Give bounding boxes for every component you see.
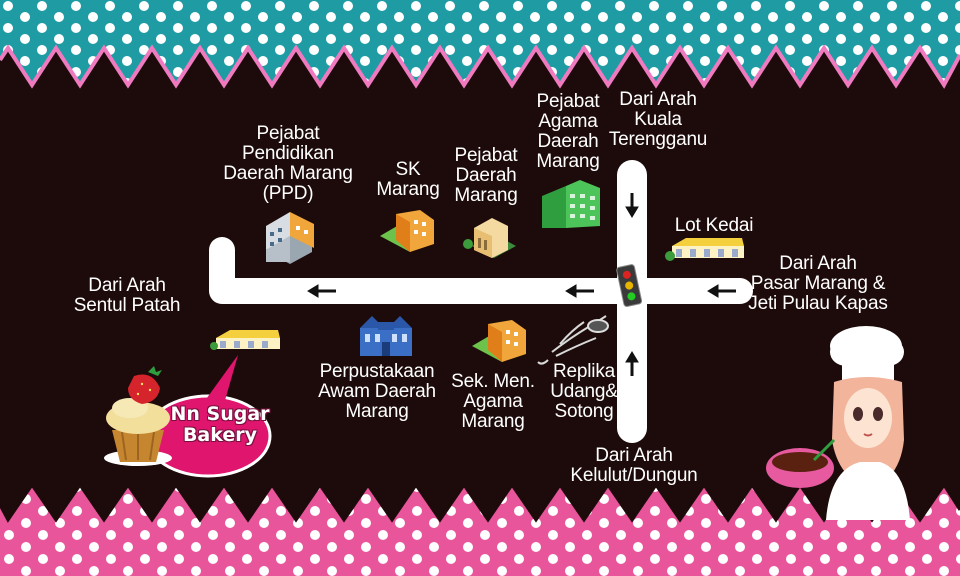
landmark-label-pejabat-daerah: Pejabat Daerah Marang <box>454 145 518 206</box>
landmark-label-pejabat-agama: Pejabat Agama Daerah Marang <box>536 91 600 172</box>
arrow-west-3 <box>707 284 736 298</box>
bottom-decor-band <box>0 482 960 576</box>
government-office-icon <box>463 218 516 258</box>
landmark-label-sek-men-agama: Sek. Men. Agama Marang <box>451 371 535 432</box>
chef-girl-icon <box>766 326 910 520</box>
squid-shrimp-icon <box>537 315 609 365</box>
bakery-bubble <box>144 352 272 478</box>
road-arrows <box>307 193 736 376</box>
direction-label-south: Dari Arah Kelulut/Dungun <box>570 445 698 486</box>
library-icon <box>360 316 412 356</box>
landmark-label-lot-kedai: Lot Kedai <box>674 215 754 236</box>
bakery-name: Nn Sugar Bakery <box>170 403 270 446</box>
landmark-label-ppd: Pejabat Pendidikan Daerah Marang (PPD) <box>223 123 353 204</box>
arrow-west-2 <box>565 284 594 298</box>
school-icon-sk <box>380 210 434 252</box>
arrow-west-1 <box>307 284 336 298</box>
landmark-label-replika: Replika Udang& Sotong <box>550 361 618 422</box>
strawberry-cupcake-icon <box>104 366 172 466</box>
green-building-icon <box>542 180 600 228</box>
direction-label-west: Dari Arah Sentul Patah <box>73 275 181 316</box>
direction-label-north: Dari Arah Kuala Terengganu <box>608 89 708 150</box>
arrow-north <box>625 351 639 376</box>
top-decor-band <box>0 0 960 89</box>
landmark-label-perpustakaan: Perpustakaan Awam Daerah Marang <box>318 361 436 422</box>
direction-label-east: Dari Arah Pasar Marang & Jeti Pulau Kapa… <box>748 253 888 314</box>
shop-row-icon-lot-kedai <box>665 238 744 261</box>
arrow-south <box>625 193 639 218</box>
traffic-light-icon <box>616 264 643 307</box>
shop-row-icon-bakery <box>210 330 280 350</box>
office-building-icon <box>266 212 314 264</box>
landmark-label-sk-marang: SK Marang <box>376 159 440 200</box>
school-icon-smka <box>472 320 526 362</box>
